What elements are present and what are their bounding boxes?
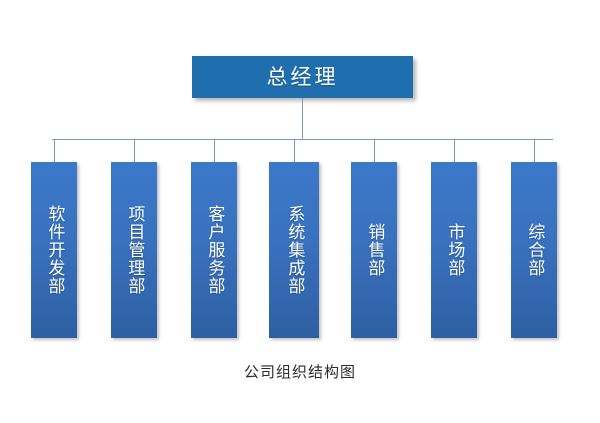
org-node-department[interactable]: 综合部	[511, 162, 557, 338]
diagram-caption: 公司组织结构图	[243, 363, 356, 381]
connector-drop-5	[374, 139, 375, 162]
org-node-department[interactable]: 软件开发部	[31, 162, 77, 338]
org-node-department[interactable]: 客户服务部	[191, 162, 237, 338]
org-node-department[interactable]: 系统集成部	[269, 162, 319, 338]
connector-drop-3	[214, 139, 215, 162]
connector-horizontal-bus	[52, 139, 553, 140]
org-node-department-label: 销售部	[364, 223, 385, 277]
org-node-department-label: 软件开发部	[44, 205, 65, 295]
org-node-department[interactable]: 销售部	[351, 162, 397, 338]
connector-drop-1	[54, 139, 55, 162]
connector-drop-6	[454, 139, 455, 162]
connector-drop-2	[134, 139, 135, 162]
org-node-department-label: 项目管理部	[124, 205, 145, 295]
org-node-department[interactable]: 项目管理部	[111, 162, 157, 338]
org-node-department-label: 综合部	[524, 223, 545, 277]
connector-trunk-vertical	[302, 98, 303, 140]
org-node-root[interactable]: 总经理	[192, 56, 413, 98]
org-node-department-label: 客户服务部	[204, 205, 225, 295]
org-node-root-label: 总经理	[266, 64, 339, 89]
connector-drop-7	[534, 139, 535, 162]
connector-drop-4	[294, 139, 295, 162]
org-node-department-label: 系统集成部	[284, 205, 305, 295]
org-node-department[interactable]: 市场部	[431, 162, 477, 338]
org-node-department-label: 市场部	[444, 223, 465, 277]
